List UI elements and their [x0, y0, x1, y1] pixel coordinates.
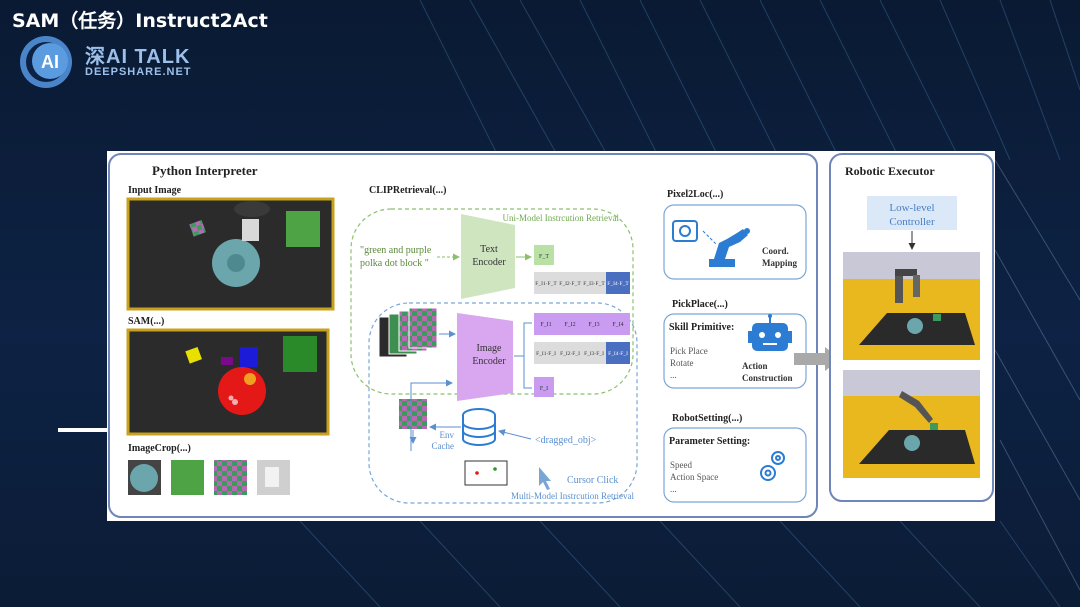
slide-title: SAM（任务）Instruct2Act	[12, 10, 268, 32]
dragged-obj-label: <dragged_obj>	[535, 435, 597, 446]
crop-to-encoder-arrow	[410, 379, 453, 451]
param-item-2: Action Space	[670, 472, 718, 482]
query-image-feature-cell	[534, 377, 554, 397]
camera-icon	[672, 220, 698, 242]
robot-arm-icon	[709, 228, 750, 267]
text-similarity-row: F_I1·F_T F_I2·F_T F_I3·F_T F_I4·F_T	[534, 272, 630, 294]
sim-i-2: F_I2·F_I	[560, 351, 580, 357]
sim-i-1: F_I1·F_I	[536, 351, 556, 357]
img-feat-1: F_I1	[540, 322, 551, 328]
action-label2: Construction	[742, 373, 793, 383]
image-encoder-label1: Image	[477, 343, 503, 354]
sim-t-2: F_I2·F_T	[559, 281, 581, 287]
click-frame	[464, 460, 508, 486]
low-level-label2: Controller	[889, 216, 935, 228]
text-encoder	[461, 214, 515, 299]
image-crop-label: ImageCrop(...)	[128, 443, 191, 454]
pixel2loc-label: Pixel2Loc(...)	[667, 189, 723, 200]
cursor-icon	[539, 467, 551, 490]
python-interpreter-label: Python Interpreter	[152, 163, 258, 178]
env-cache-label1: Env	[440, 430, 455, 440]
sim-t-4: F_I4·F_T	[607, 281, 629, 287]
coord-label1: Coord.	[762, 246, 789, 256]
logo-name: 深AI TALK	[85, 46, 191, 68]
sim-i-3: F_I3·F_I	[584, 351, 604, 357]
robot-scene-1	[843, 252, 980, 360]
pickplace-label: PickPlace(...)	[672, 299, 728, 310]
image-feature-row: F_I1 F_I2 F_I3 F_I4	[534, 313, 630, 335]
sam-output-image	[126, 328, 330, 436]
image-encoder-arrows	[514, 322, 532, 389]
sim-i-4: F_I4·F_I	[608, 351, 628, 357]
low-level-label1: Low-level	[889, 202, 934, 214]
sim-t-1: F_I1·F_T	[535, 281, 557, 287]
input-image	[126, 197, 335, 311]
text-feature-label: F_T	[539, 254, 549, 260]
to-executor-arrow	[794, 347, 840, 371]
env-cache-label2: Cache	[432, 441, 455, 451]
logo-icon: AI	[20, 36, 72, 88]
skill-item-1: Pick Place	[670, 346, 708, 356]
image-similarity-row: F_I1·F_I F_I2·F_I F_I3·F_I F_I4·F_I	[534, 342, 630, 364]
text-feature-cell	[534, 245, 554, 265]
database-icon	[462, 408, 496, 446]
input-image-label: Input Image	[128, 185, 182, 196]
multi-model-box	[368, 302, 638, 504]
instruction-quote-line2: polka dot block "	[360, 258, 429, 269]
img-feat-4: F_I4	[612, 322, 623, 328]
accent-line	[58, 428, 108, 432]
robotsetting-box	[663, 427, 807, 503]
logo-mark: AI	[41, 52, 59, 72]
sam-label: SAM(...)	[128, 316, 164, 327]
logo-subtitle: DEEPSHARE.NET	[85, 66, 192, 78]
robot-scene-2	[843, 370, 980, 478]
image-encoder-label2: Encoder	[472, 356, 506, 367]
image-stack	[378, 307, 438, 358]
text-encoder-label1: Text	[480, 244, 498, 255]
clip-retrieval-label: CLIPRetrieval(...)	[369, 185, 446, 196]
query-image-feature-label: F_I	[540, 386, 548, 392]
robotic-executor-label: Robotic Executor	[845, 164, 935, 178]
param-item-3: ...	[670, 484, 677, 494]
instruct2act-figure: Python Interpreter Input Image SAM(...) …	[107, 151, 995, 521]
cursor-click-label: Cursor Click	[567, 475, 618, 486]
camera-link	[702, 230, 718, 246]
param-setting-label: Parameter Setting:	[669, 436, 750, 447]
text-encoder-label2: Encoder	[472, 257, 506, 268]
param-item-1: Speed	[670, 460, 692, 470]
query-crop-image	[399, 399, 427, 429]
sim-t-3: F_I3·F_T	[583, 281, 605, 287]
uni-model-label: Uni-Model Instrcution Retrieval	[503, 213, 620, 223]
skill-primitive-label: Skill Primitive:	[669, 322, 734, 333]
action-label1: Action	[742, 361, 768, 371]
robotsetting-label: RobotSetting(...)	[672, 413, 742, 424]
gears-icon	[760, 451, 785, 481]
image-encoder	[457, 313, 513, 401]
img-feat-2: F_I2	[564, 322, 575, 328]
instruction-quote-line1: "green and purple	[360, 245, 432, 256]
img-feat-3: F_I3	[588, 322, 599, 328]
robot-icon	[748, 314, 792, 351]
dragged-obj-arrow	[498, 429, 532, 440]
skill-item-3: ...	[670, 370, 677, 380]
multi-model-label: Multi-Model Instrcution Retrieval	[511, 491, 634, 501]
low-level-controller-box	[867, 196, 957, 230]
skill-item-2: Rotate	[670, 358, 694, 368]
coord-label2: Mapping	[762, 258, 798, 268]
cropped-images	[128, 460, 290, 495]
